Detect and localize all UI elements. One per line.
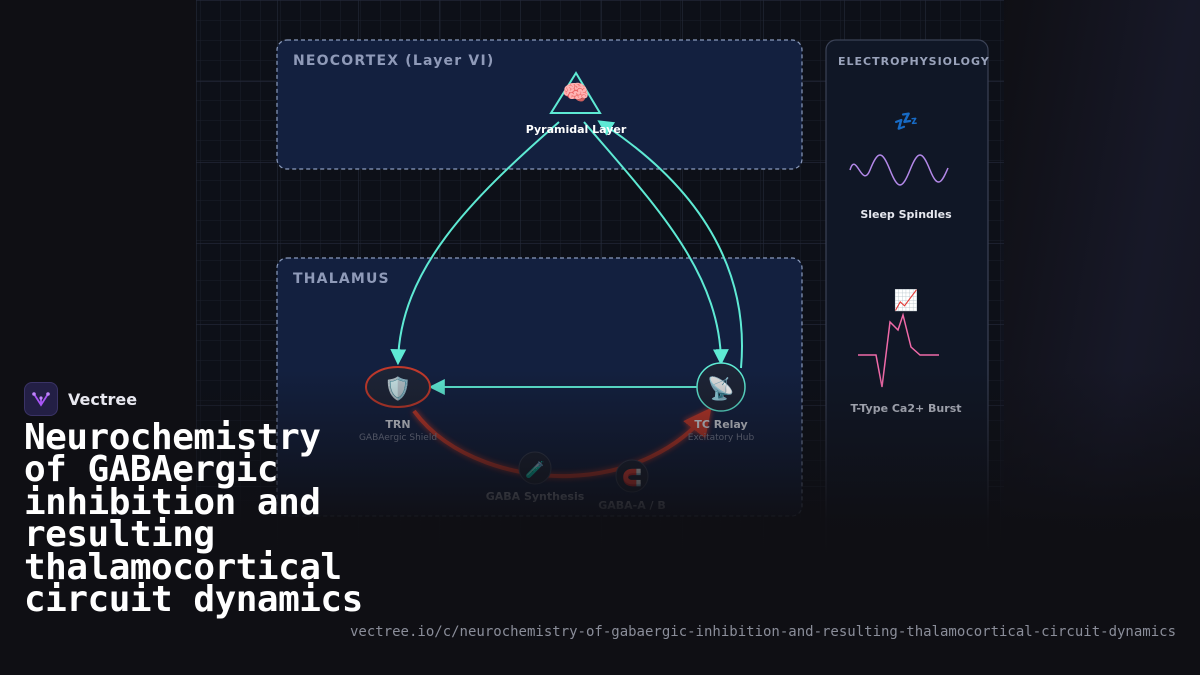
gaba-synthesis-label: GABA Synthesis (486, 490, 585, 503)
t-type-burst-label: T-Type Ca2+ Burst (850, 402, 961, 415)
pyramidal-label: Pyramidal Layer (526, 123, 627, 136)
magnet-icon: 🧲 (622, 468, 642, 487)
chart-increasing-icon: 📈 (894, 288, 919, 312)
tc-relay-sublabel: Excitatory Hub (688, 433, 755, 443)
electrophysiology-label: ELECTROPHYSIOLOGY (838, 55, 990, 68)
trn-label: TRN (385, 418, 410, 431)
brand[interactable]: Vectree (24, 382, 137, 416)
thalamus-label: THALAMUS (293, 271, 390, 287)
shield-icon: 🛡️ (384, 376, 411, 402)
page-url[interactable]: vectree.io/c/neurochemistry-of-gabaergic… (349, 624, 1176, 640)
brain-icon: 🧠 (562, 81, 589, 106)
brand-name: Vectree (68, 389, 138, 409)
page-title: Neurochemistry of GABAergic inhibition a… (24, 417, 363, 621)
neocortex-label: NEOCORTEX (Layer VI) (293, 53, 494, 69)
electrophysiology-panel: ELECTROPHYSIOLOGY 💤 Sleep Spindles 📈 T-T… (825, 39, 990, 561)
test-tube-icon: 🧪 (525, 460, 545, 479)
trn-sublabel: GABAergic Shield (359, 433, 437, 443)
sleep-icon: 💤 (894, 109, 919, 133)
sleep-spindles-label: Sleep Spindles (860, 208, 952, 221)
satellite-antenna-icon: 📡 (707, 374, 734, 402)
gaba-receptors-label: GABA-A / B (598, 499, 666, 512)
neocortex-region: NEOCORTEX (Layer VI) (276, 39, 803, 170)
tc-relay-label: TC Relay (694, 418, 747, 431)
vectree-logo-icon (24, 382, 58, 416)
